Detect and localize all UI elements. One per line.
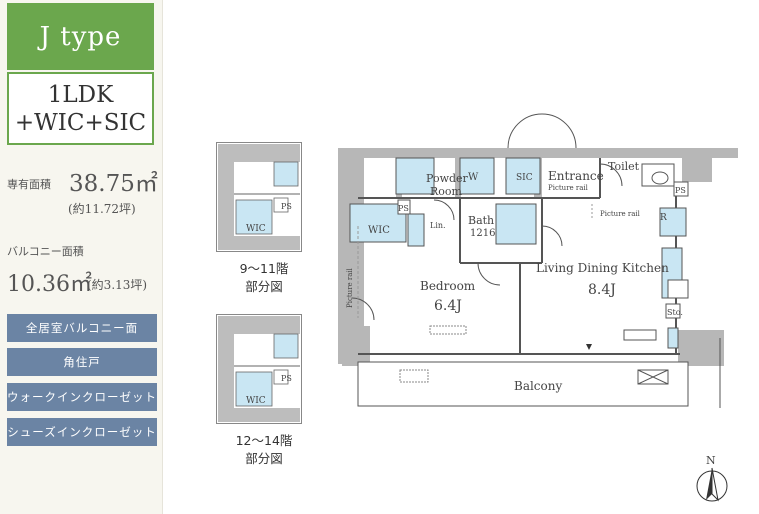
linen-storage <box>407 213 425 247</box>
picture-rail-ldk: Picture rail <box>600 210 641 218</box>
powder-room-label-1: Powder <box>426 172 469 185</box>
plan-type-box: 1LDK +WIC+SIC <box>7 72 154 145</box>
picture-rail-bedroom: Picture rail <box>346 267 354 308</box>
balcony-area-tsubo: (約3.13坪) <box>87 278 148 292</box>
north-label: N <box>706 454 716 467</box>
partial-caption-floors: 12〜14階 <box>235 433 293 448</box>
partial-caption-sub: 部分図 <box>245 279 283 294</box>
partial-ps-label: PS <box>281 374 292 383</box>
balcony-label: Balcony <box>514 379 562 393</box>
washer-space <box>459 157 495 195</box>
main-floor-plan: Powder Room W SIC Entrance Picture rail … <box>338 113 738 408</box>
sic-label: SIC <box>516 173 533 183</box>
partial-wic-label: WIC <box>246 396 266 406</box>
powder-room-basin <box>395 157 435 195</box>
feature-badge-balcony: 全居室バルコニー面 <box>7 314 157 342</box>
north-arrow-icon: N <box>696 454 728 502</box>
wic-closet <box>349 203 407 243</box>
feature-badge-corner: 角住戸 <box>7 348 157 376</box>
refrigerator-space <box>659 207 687 237</box>
balcony-area-value: 10.36㎡ <box>7 272 92 297</box>
ps-label-toilet: PS <box>675 186 686 195</box>
partial-plan-9-11: PS WIC <box>216 142 302 252</box>
feature-badge-wic: ウォークインクローゼット <box>7 383 157 411</box>
partial-wic-label: WIC <box>246 224 266 234</box>
ps-label-wic: PS <box>398 204 409 213</box>
bathtub <box>495 203 537 245</box>
plan-line-1: 1LDK <box>47 81 114 108</box>
right-bottom-column <box>678 330 704 366</box>
toilet-label: Toilet <box>608 160 640 173</box>
picture-rail-entrance: Picture rail <box>548 184 589 192</box>
info-sidebar: J type 1LDK +WIC+SIC 専有面積 38.75㎡ (約11.72… <box>0 0 163 514</box>
bath-label: Bath <box>468 214 494 227</box>
storage-label: Sto. <box>667 308 683 317</box>
linen-label: Lin. <box>430 221 446 230</box>
balcony-area <box>357 361 689 407</box>
plan-line-2: +WIC+SIC <box>14 109 147 136</box>
top-wall <box>338 148 738 158</box>
right-top-column <box>682 148 712 182</box>
partial-caption-12-14: 12〜14階 部分図 <box>226 432 302 468</box>
entrance-label: Entrance <box>548 169 604 183</box>
partial-plan-12-14: PS WIC <box>216 314 302 424</box>
type-label: J type <box>7 3 154 70</box>
bath-size: 1216 <box>470 228 495 239</box>
ldk-label: Living Dining Kitchen <box>536 261 669 275</box>
exclusive-area-value: 38.75㎡ <box>69 171 158 197</box>
wic-label: WIC <box>368 225 390 236</box>
bedroom-size: 6.4J <box>434 298 462 314</box>
w-label: W <box>468 172 479 183</box>
partial-caption-9-11: 9〜11階 部分図 <box>226 260 302 296</box>
powder-room-label-2: Room <box>430 185 463 198</box>
exclusive-area-tsubo: (約11.72坪) <box>68 202 136 216</box>
partial-ps-label: PS <box>281 202 292 211</box>
bedroom-label: Bedroom <box>420 279 476 293</box>
partial-caption-sub: 部分図 <box>245 451 283 466</box>
feature-badge-sic: シューズインクローゼット <box>7 418 157 446</box>
ldk-size: 8.4J <box>588 282 616 298</box>
balcony-area-label: バルコニー面積 <box>7 245 84 258</box>
refrigerator-label: R <box>660 213 667 223</box>
sic-closet <box>505 157 541 195</box>
partial-caption-floors: 9〜11階 <box>239 261 289 276</box>
exclusive-area-label: 専有面積 <box>7 178 51 191</box>
